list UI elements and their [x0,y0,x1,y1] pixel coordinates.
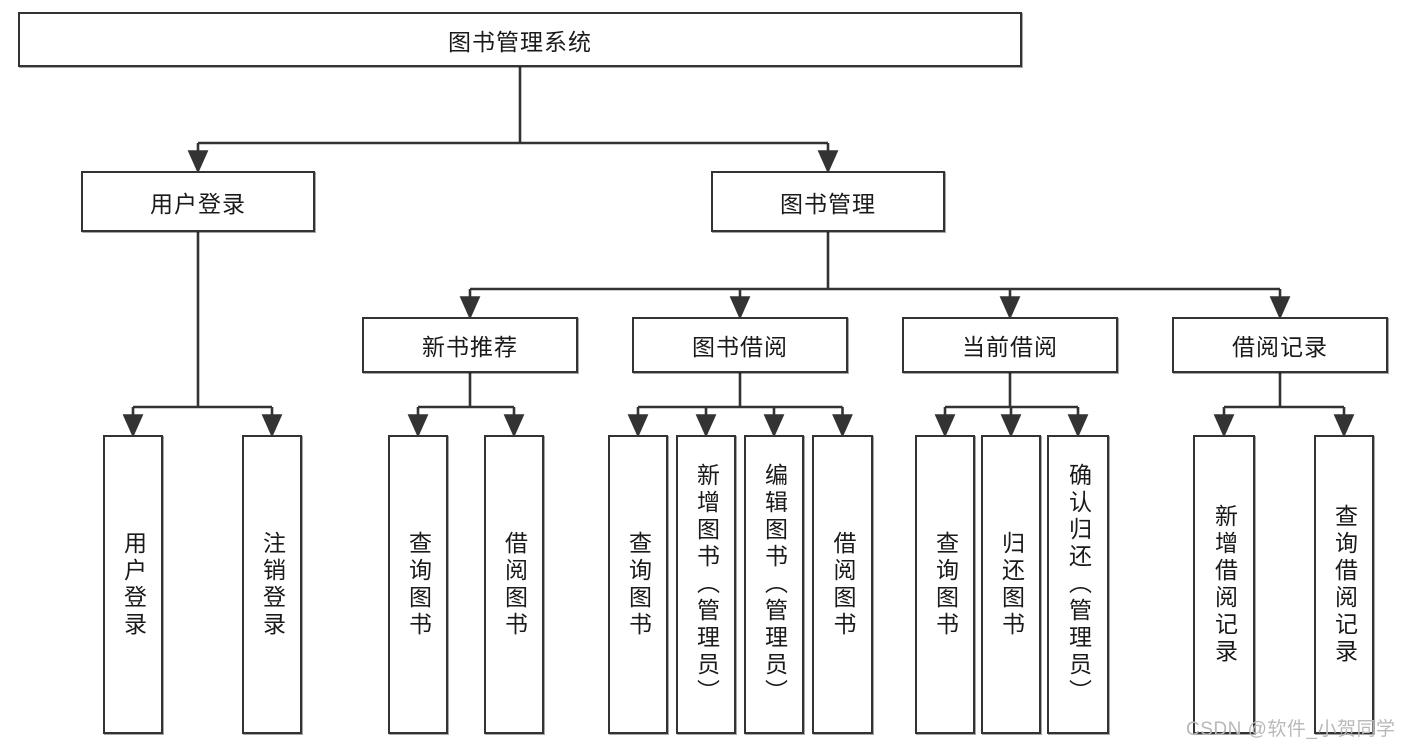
node-book-manage[interactable]: 图书管理 [711,171,945,232]
node-leaf-query-book-2[interactable]: 查询图书 [608,435,668,734]
node-label: 确认归还（管理员） [1065,463,1092,706]
node-label: 图书管理 [780,190,876,217]
node-leaf-borrow-book-2[interactable]: 借阅图书 [812,435,873,734]
node-root[interactable]: 图书管理系统 [18,12,1022,67]
node-leaf-user-logout[interactable]: 注销登录 [242,435,302,734]
node-label: 新增借阅记录 [1211,503,1238,666]
node-leaf-query-book-1[interactable]: 查询图书 [388,435,448,734]
node-leaf-edit-book[interactable]: 编辑图书（管理员） [744,435,804,734]
node-label: 当前借阅 [962,334,1058,360]
node-label: 编辑图书（管理员） [761,463,788,706]
node-leaf-return-book[interactable]: 归还图书 [981,435,1041,734]
node-label: 用户登录 [120,530,147,639]
node-label: 借阅图书 [830,530,856,639]
node-label: 新书推荐 [422,334,518,360]
node-leaf-user-login[interactable]: 用户登录 [103,435,163,734]
watermark-label: CSDN @软件_小贺同学 [1186,719,1396,740]
node-label: 查询图书 [932,530,959,639]
node-label: 图书借阅 [692,334,788,360]
node-leaf-add-book[interactable]: 新增图书（管理员） [676,435,736,734]
node-label: 借阅图书 [501,530,528,639]
node-leaf-borrow-book-1[interactable]: 借阅图书 [484,435,544,734]
node-label: 注销登录 [259,530,286,639]
node-leaf-query-book-3[interactable]: 查询图书 [915,435,975,734]
node-label: 用户登录 [150,190,246,217]
node-leaf-confirm-return[interactable]: 确认归还（管理员） [1047,435,1109,734]
node-user-login[interactable]: 用户登录 [81,171,315,232]
node-label: 图书管理系统 [448,28,592,55]
node-label: 查询图书 [625,530,652,639]
node-current-borrow[interactable]: 当前借阅 [902,317,1118,373]
node-label: 归还图书 [998,530,1025,639]
node-leaf-query-record[interactable]: 查询借阅记录 [1314,435,1374,734]
node-label: 借阅记录 [1232,334,1328,360]
node-new-book-rec[interactable]: 新书推荐 [362,317,578,373]
node-book-borrow[interactable]: 图书借阅 [632,317,848,373]
node-label: 查询图书 [405,530,432,639]
node-label: 新增图书（管理员） [693,463,720,706]
node-borrow-record[interactable]: 借阅记录 [1172,317,1388,373]
node-leaf-add-record[interactable]: 新增借阅记录 [1193,435,1255,734]
node-label: 查询借阅记录 [1331,503,1358,666]
